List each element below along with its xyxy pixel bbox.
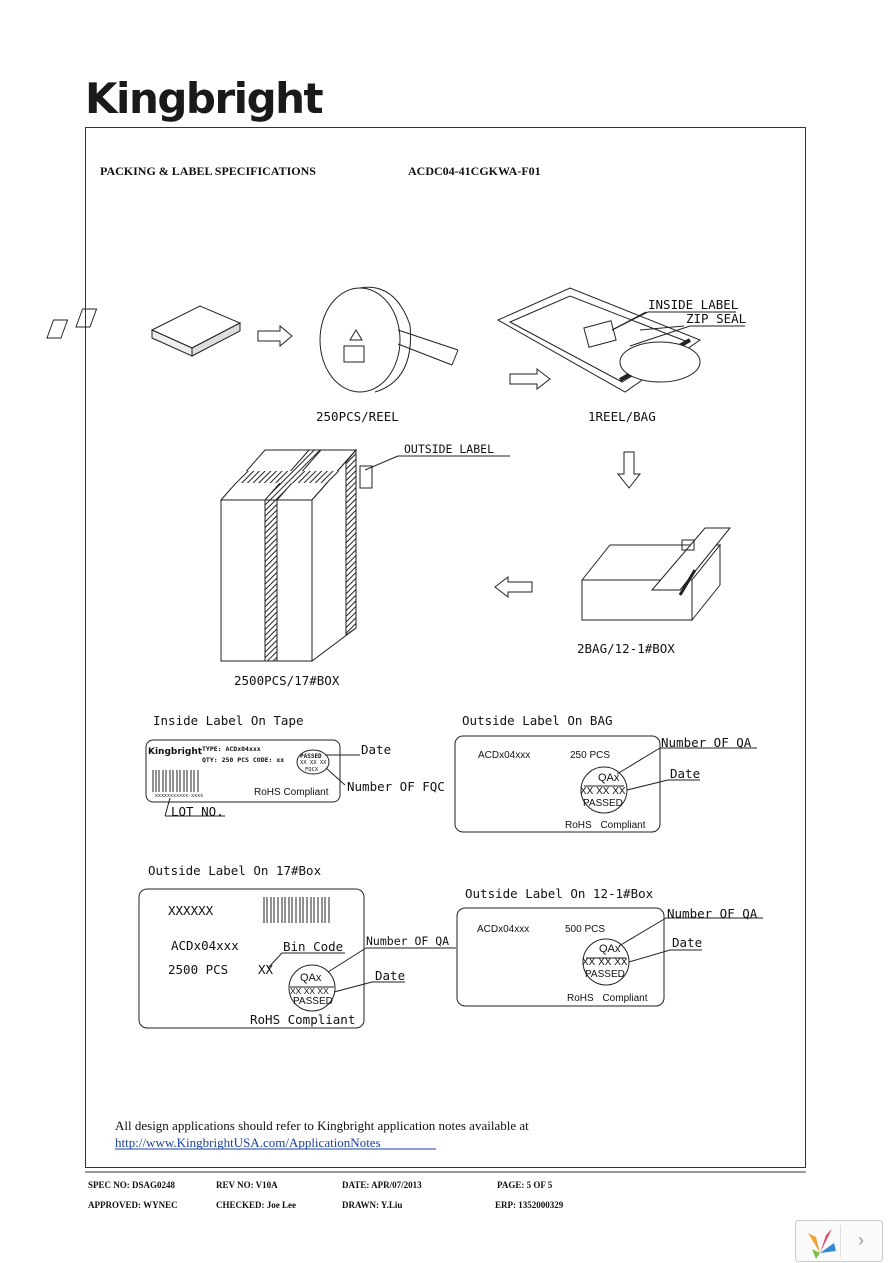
box17-label-xx: XX XX XX	[290, 986, 329, 996]
widget-separator	[840, 1225, 841, 1257]
box17-label-passed: PASSED	[293, 996, 333, 1007]
tape-label-box	[145, 739, 341, 803]
box12-date-callout: Date	[672, 935, 703, 950]
box12-label-qty: 500 PCS	[565, 924, 606, 935]
viewer-nav-widget[interactable]: ›	[795, 1220, 883, 1262]
footer-drawn: DRAWN: Y.Liu	[342, 1200, 403, 1210]
box12-label-title: Outside Label On 12-1#Box	[465, 886, 654, 901]
bag-label-rohs: RoHS Compliant	[565, 820, 646, 831]
box17-bin-xx: XX	[258, 962, 274, 977]
kingbright-logo: Kingbright	[85, 74, 324, 123]
box17-date-callout: Date	[375, 968, 406, 983]
bag-date-callout: Date	[670, 766, 701, 781]
application-note-text: All design applications should refer to …	[115, 1118, 529, 1133]
tape-label-title: Inside Label On Tape	[153, 713, 304, 728]
box12-label-xx: XX XX XX	[582, 957, 628, 968]
inside-label-callout: INSIDE LABEL	[648, 297, 739, 312]
box17-label-code: XXXXXX	[168, 903, 214, 918]
bag-label-part: ACDx04xxx	[478, 750, 531, 761]
esd-bag	[496, 287, 702, 393]
pinwheel-icon	[808, 1229, 836, 1259]
box-17	[219, 448, 510, 662]
tape-fqc-callout: Number OF FQC	[347, 779, 445, 794]
bag-label-qty: 250 PCS	[570, 750, 611, 761]
box17-label-qa: QAx	[300, 972, 322, 984]
bag-label-xx: XX XX XX	[580, 786, 626, 797]
box12-label-rohs: RoHS Compliant	[567, 993, 648, 1004]
footer-rev-no: REV NO: V10A	[216, 1180, 278, 1190]
box-12	[580, 527, 732, 622]
box12-label-passed: PASSED	[585, 969, 625, 980]
tape-label-lot-code: xxxxxxxxxxx-xxxx	[155, 793, 204, 799]
box17-caption: 2500PCS/17#BOX	[234, 673, 340, 688]
part-number: ACDC04-41CGKWA-F01	[408, 164, 541, 178]
box17-label-rohs: RoHS Compliant	[250, 1012, 356, 1027]
box17-label-title: Outside Label On 17#Box	[148, 863, 322, 878]
box12-caption: 2BAG/12-1#BOX	[577, 641, 675, 656]
tape-reel	[319, 286, 459, 393]
tape-date-callout: Date	[361, 742, 392, 757]
footer-approved: APPROVED: WYNEC	[88, 1200, 178, 1210]
application-notes-link[interactable]: http://www.KingbrightUSA.com/Application…	[115, 1135, 381, 1150]
zip-seal-callout: ZIP SEAL	[686, 311, 747, 326]
box17-qa-callout: Number OF QA	[366, 934, 450, 948]
bag-label-title: Outside Label On BAG	[462, 713, 613, 728]
box12-label-qa: QAx	[599, 943, 621, 955]
footer-checked: CHECKED: Joe Lee	[216, 1200, 296, 1210]
footer-date: DATE: APR/07/2013	[342, 1180, 422, 1190]
footer-spec-no: SPEC NO: DSAG0248	[88, 1180, 176, 1190]
box12-qa-callout: Number OF QA	[667, 906, 758, 921]
tape-label-qty: QTY: 250 PCS CODE: xx	[202, 756, 285, 764]
bag-qa-callout: Number OF QA	[661, 735, 752, 750]
box17-bin-code: Bin Code	[283, 939, 344, 954]
outside-label-callout: OUTSIDE LABEL	[404, 442, 495, 456]
tape-lot-callout: LOT NO.	[171, 804, 224, 819]
tape-label-passed: PASSED	[300, 753, 322, 760]
section-title: PACKING & LABEL SPECIFICATIONS	[100, 164, 316, 178]
tape-label-rohs: RoHS Compliant	[254, 787, 329, 798]
display-component	[46, 305, 242, 357]
tape-label-xx: XX XX XX	[300, 760, 327, 766]
bag-caption: 1REEL/BAG	[588, 409, 656, 424]
bag-label-qa: QAx	[598, 772, 620, 784]
spec-frame	[85, 127, 806, 1168]
footer-erp: ERP: 1352000329	[495, 1200, 564, 1210]
box17-label-qty: 2500 PCS	[168, 962, 229, 977]
box17-label-part: ACDx04xxx	[171, 938, 239, 953]
reel-caption: 250PCS/REEL	[316, 409, 399, 424]
footer-page: PAGE: 5 OF 5	[497, 1180, 553, 1190]
bag-label-passed: PASSED	[583, 798, 623, 809]
chevron-right-icon[interactable]: ›	[858, 1230, 864, 1250]
tape-label-brand: Kingbright	[148, 747, 203, 757]
tape-label-fqcx: FQCX	[305, 767, 319, 773]
tape-label-type: TYPE: ACDx04xxx	[202, 745, 261, 753]
box12-label-part: ACDx04xxx	[477, 924, 530, 935]
